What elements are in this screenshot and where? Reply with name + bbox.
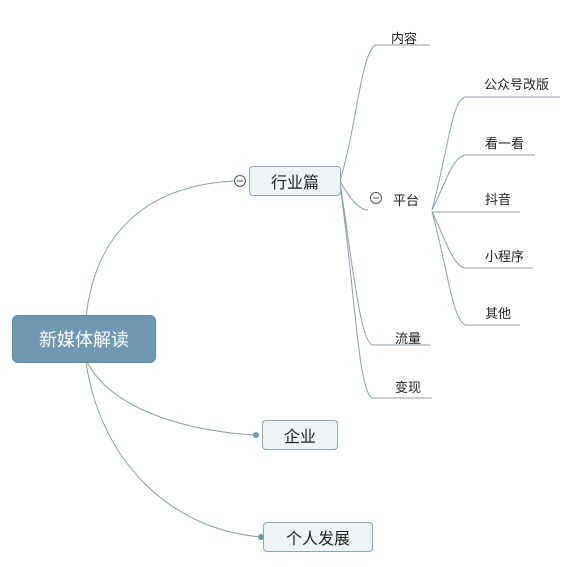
enterprise-node-label: 企业 xyxy=(283,427,316,446)
platform-child-2[interactable]: 看一看 xyxy=(485,137,525,152)
root-node[interactable]: 新媒体解读 xyxy=(12,315,156,363)
platform-child-1[interactable]: 公众号改版 xyxy=(484,78,550,93)
content-node[interactable]: 内容 xyxy=(391,32,418,47)
connector-root-personal xyxy=(85,361,263,538)
connector-platform-c1 xyxy=(431,96,560,211)
industry-collapse-icon[interactable] xyxy=(234,175,246,187)
root-node-label: 新媒体解读 xyxy=(39,330,129,351)
industry-node[interactable]: 行业篇 xyxy=(249,166,341,196)
platform-collapse-icon[interactable] xyxy=(370,192,382,204)
connector-root-industry xyxy=(85,180,236,319)
enterprise-node[interactable]: 企业 xyxy=(262,420,338,450)
enterprise-connector-dot xyxy=(253,432,259,438)
connector-root-enterprise xyxy=(85,359,257,436)
connector-industry-content xyxy=(339,44,430,182)
connector-industry-traffic xyxy=(339,182,430,346)
platform-child-3[interactable]: 抖音 xyxy=(485,193,512,208)
personal-connector-dot xyxy=(258,534,264,540)
industry-node-label: 行业篇 xyxy=(270,173,319,192)
platform-child-4[interactable]: 小程序 xyxy=(485,250,525,265)
connector-industry-platform xyxy=(339,180,369,211)
personal-node-label: 个人发展 xyxy=(285,529,350,548)
personal-node[interactable]: 个人发展 xyxy=(263,522,373,552)
platform-node[interactable]: 平台 xyxy=(393,194,420,209)
connector-platform-c4 xyxy=(431,211,533,269)
platform-child-5[interactable]: 其他 xyxy=(485,307,512,322)
connector-platform-c2 xyxy=(431,154,535,211)
connector-industry-monetize xyxy=(339,184,432,399)
monetize-node[interactable]: 变现 xyxy=(395,381,422,396)
traffic-node[interactable]: 流量 xyxy=(395,332,422,347)
connector-platform-c5 xyxy=(431,211,520,326)
